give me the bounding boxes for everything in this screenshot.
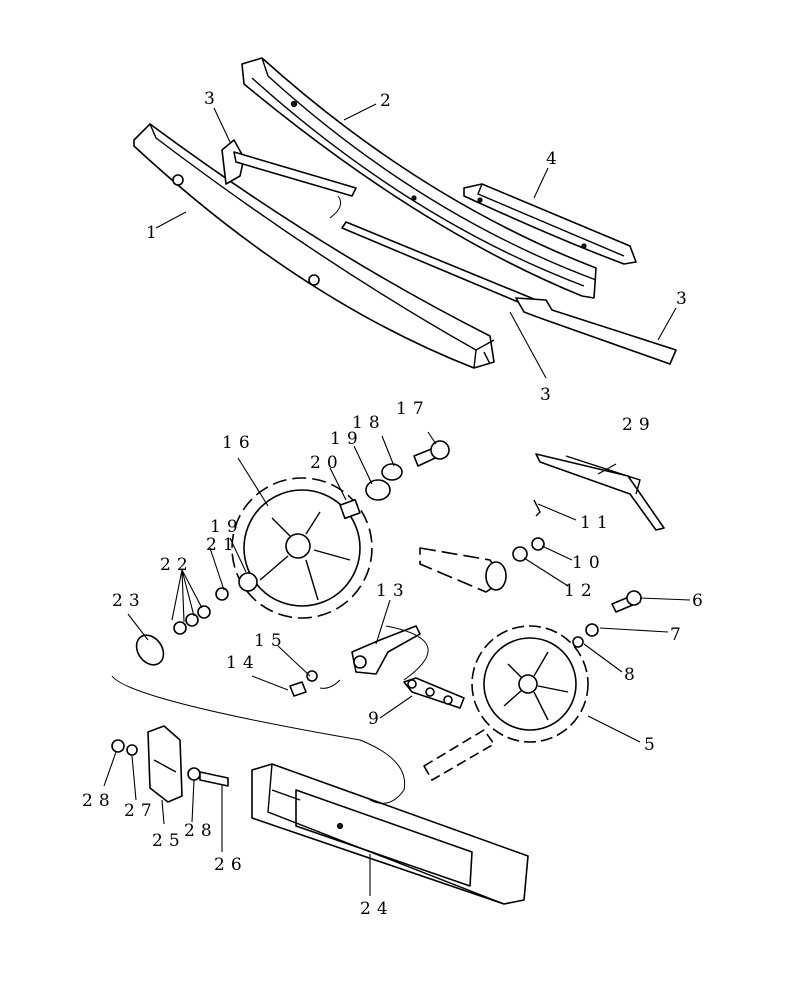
part-2-curved-rail — [241, 57, 597, 299]
part-25-bracket — [111, 725, 229, 803]
callout-16: 16 — [222, 433, 256, 453]
callout-9: 9 — [368, 709, 385, 729]
hub-hardware-stack — [135, 440, 450, 666]
callout-14: 14 — [226, 653, 260, 673]
callout-3-right: 3 — [676, 289, 693, 309]
part-29-plate — [535, 453, 665, 531]
callout-29: 29 — [622, 415, 656, 435]
part-3-bracket-rod — [221, 139, 677, 365]
callout-19-lower: 19 — [210, 517, 244, 537]
leader-lines — [103, 103, 691, 896]
part-5-sprocket — [423, 590, 642, 781]
break-lines — [111, 625, 429, 804]
callout-6: 6 — [692, 591, 709, 611]
callout-28-left: 28 — [82, 791, 116, 811]
callout-1: 1 — [146, 223, 163, 243]
callout-15: 15 — [254, 631, 288, 651]
callout-11: 11 — [580, 513, 614, 533]
callout-23: 23 — [112, 591, 146, 611]
callout-3-top: 3 — [204, 89, 221, 109]
callout-28-right: 28 — [184, 821, 218, 841]
callout-5: 5 — [644, 735, 661, 755]
callout-8: 8 — [624, 665, 641, 685]
callout-labels: 1 2 3 3 3 4 5 6 7 8 9 10 11 12 13 14 15 … — [82, 89, 709, 919]
part-4-bar — [463, 183, 637, 265]
part-12-shaft — [419, 499, 545, 593]
callout-26: 26 — [214, 855, 248, 875]
callout-19-upper: 19 — [330, 429, 364, 449]
callout-18: 18 — [352, 413, 386, 433]
callout-7: 7 — [670, 625, 687, 645]
callout-25: 25 — [152, 831, 186, 851]
callout-27: 27 — [124, 801, 158, 821]
callout-22: 22 — [160, 555, 194, 575]
callout-3-bottom: 3 — [540, 385, 557, 405]
part-24-slide-tube — [251, 763, 529, 905]
callout-2: 2 — [380, 91, 397, 111]
part-9-chain — [403, 677, 465, 709]
part-13-tensioner — [289, 625, 421, 697]
callout-13: 13 — [376, 581, 410, 601]
callout-10: 10 — [572, 553, 606, 573]
callout-17: 17 — [396, 399, 430, 419]
part-16-sprocket — [215, 477, 373, 619]
callout-12: 12 — [564, 581, 598, 601]
part-1-curved-rail — [133, 123, 495, 369]
callout-24: 24 — [360, 899, 394, 919]
callout-21: 21 — [206, 535, 240, 555]
callout-4: 4 — [546, 149, 563, 169]
callout-20: 20 — [310, 453, 344, 473]
